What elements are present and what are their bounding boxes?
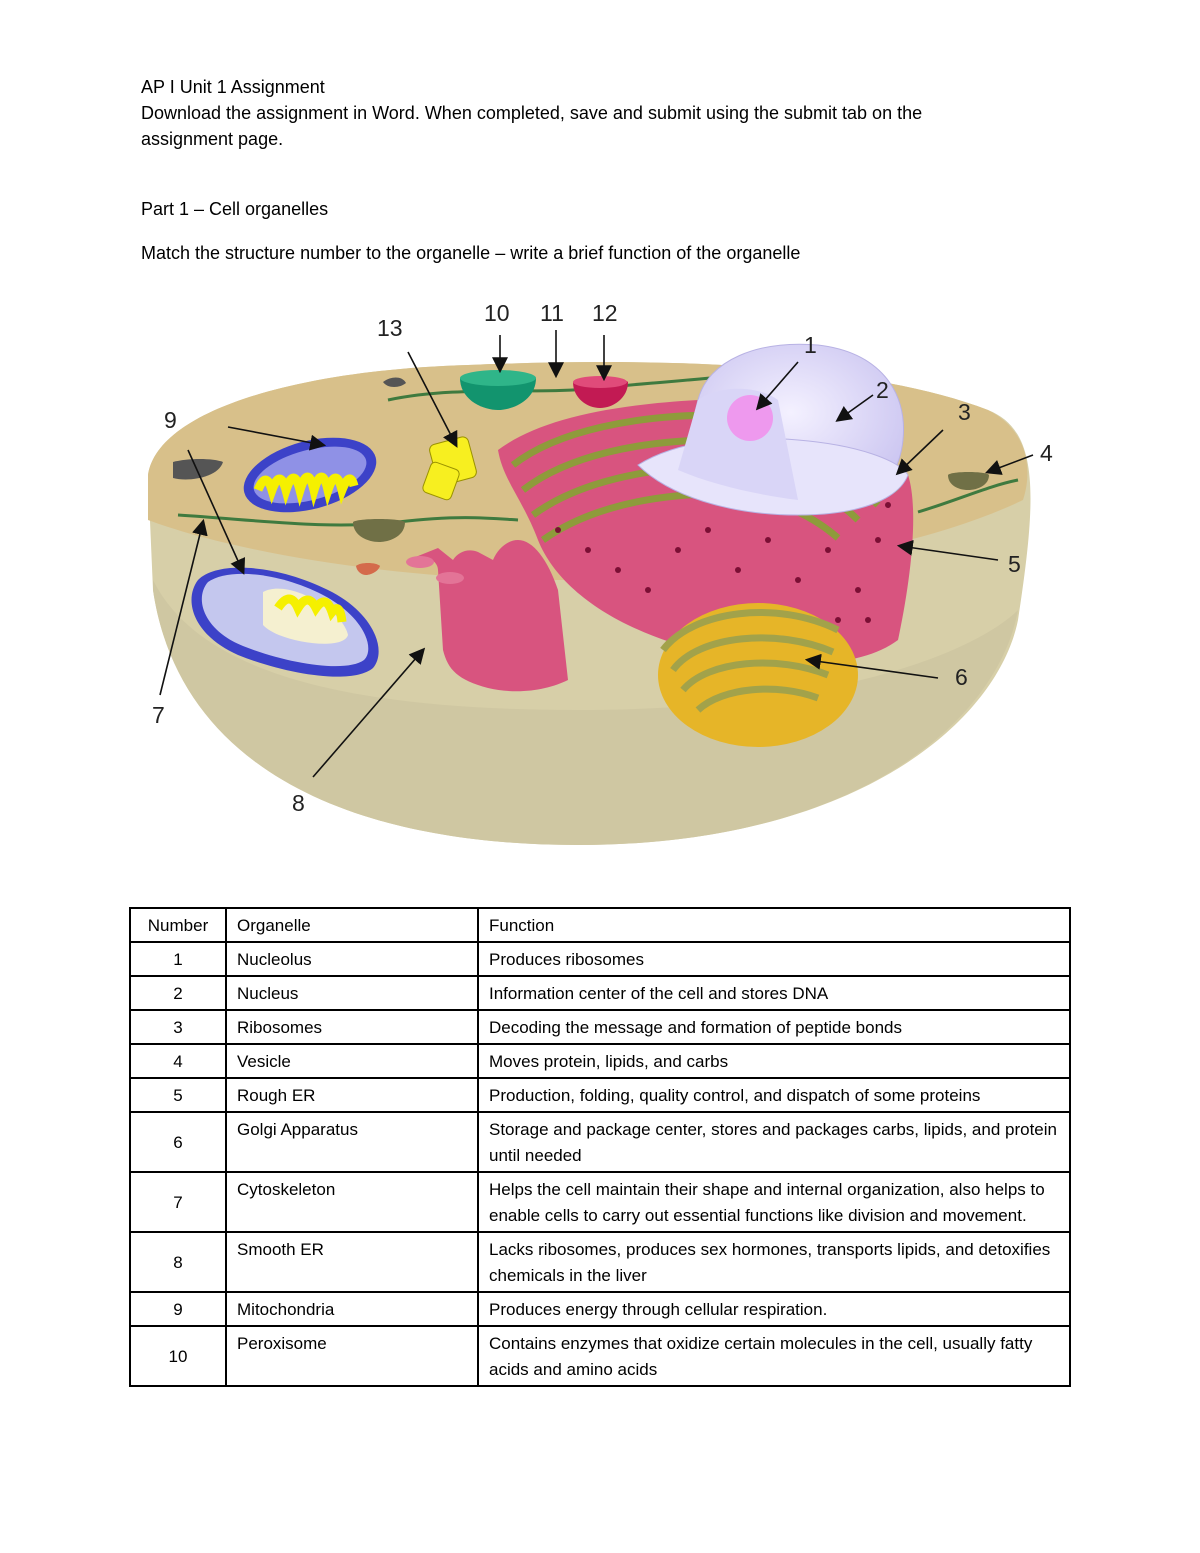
assignment-title: AP I Unit 1 Assignment bbox=[141, 77, 325, 97]
diagram-label-2: 2 bbox=[876, 377, 889, 403]
diagram-label-11: 11 bbox=[540, 300, 564, 326]
row-organelle: Nucleolus bbox=[225, 941, 479, 977]
row-function: Produces energy through cellular respira… bbox=[477, 1291, 1071, 1327]
part-heading: Part 1 – Cell organelles bbox=[141, 199, 329, 219]
row-number: 4 bbox=[129, 1043, 227, 1079]
diagram-label-12: 12 bbox=[592, 300, 618, 326]
row-function: Contains enzymes that oxidize certain mo… bbox=[477, 1325, 1071, 1387]
row-number: 7 bbox=[129, 1171, 227, 1233]
row-function: Decoding the message and formation of pe… bbox=[477, 1009, 1071, 1045]
instructions-text: Match the structure number to the organe… bbox=[141, 243, 801, 263]
row-function: Moves protein, lipids, and carbs bbox=[477, 1043, 1071, 1079]
vesicle-cup bbox=[353, 519, 405, 542]
row-number: 10 bbox=[129, 1325, 227, 1387]
diagram-label-5: 5 bbox=[1008, 551, 1021, 577]
cell-diagram: 1 2 3 4 5 6 7 8 9 10 11 12 13 bbox=[138, 290, 1058, 855]
row-function: Helps the cell maintain their shape and … bbox=[477, 1171, 1071, 1233]
diagram-label-13: 13 bbox=[377, 315, 403, 341]
cytoskeleton-strand bbox=[917, 478, 1019, 514]
table-row: 9 Mitochondria Produces energy through c… bbox=[129, 1291, 1071, 1327]
diagram-label-4: 4 bbox=[1040, 440, 1053, 466]
row-number: 8 bbox=[129, 1231, 227, 1293]
small-red-vesicle bbox=[356, 563, 380, 575]
row-organelle: Nucleus bbox=[225, 975, 479, 1011]
header-function: Function bbox=[477, 907, 1071, 943]
header-number: Number bbox=[129, 907, 227, 943]
diagram-label-3: 3 bbox=[958, 399, 971, 425]
table-row: 3 Ribosomes Decoding the message and for… bbox=[129, 1009, 1071, 1045]
row-number: 2 bbox=[129, 975, 227, 1011]
row-organelle: Vesicle bbox=[225, 1043, 479, 1079]
mitochondrion-lower bbox=[191, 567, 379, 677]
row-function: Lacks ribosomes, produces sex hormones, … bbox=[477, 1231, 1071, 1293]
row-organelle: Smooth ER bbox=[225, 1231, 479, 1293]
nucleus bbox=[637, 343, 909, 516]
table-row: 5 Rough ER Production, folding, quality … bbox=[129, 1077, 1071, 1113]
header-organelle: Organelle bbox=[225, 907, 479, 943]
row-function: Produces ribosomes bbox=[477, 941, 1071, 977]
row-organelle: Golgi Apparatus bbox=[225, 1111, 479, 1173]
row-number: 9 bbox=[129, 1291, 227, 1327]
intro-text-line-1: Download the assignment in Word. When co… bbox=[141, 103, 923, 123]
dark-vesicle bbox=[173, 459, 223, 480]
intro-text-line-2: assignment page. bbox=[141, 129, 284, 149]
cell-front-shading bbox=[153, 580, 1018, 845]
table-row: 7 Cytoskeleton Helps the cell maintain t… bbox=[129, 1171, 1071, 1233]
dark-vesicle bbox=[383, 377, 406, 387]
row-organelle: Mitochondria bbox=[225, 1291, 479, 1327]
table-row: 2 Nucleus Information center of the cell… bbox=[129, 975, 1071, 1011]
row-organelle: Cytoskeleton bbox=[225, 1171, 479, 1233]
row-number: 5 bbox=[129, 1077, 227, 1113]
row-organelle: Rough ER bbox=[225, 1077, 479, 1113]
row-function: Production, folding, quality control, an… bbox=[477, 1077, 1071, 1113]
diagram-label-9: 9 bbox=[164, 407, 177, 433]
diagram-label-10: 10 bbox=[484, 300, 510, 326]
table-row: 4 Vesicle Moves protein, lipids, and car… bbox=[129, 1043, 1071, 1079]
row-function: Information center of the cell and store… bbox=[477, 975, 1071, 1011]
table-row: 10 Peroxisome Contains enzymes that oxid… bbox=[129, 1325, 1071, 1387]
table-row: 1 Nucleolus Produces ribosomes bbox=[129, 941, 1071, 977]
row-number: 6 bbox=[129, 1111, 227, 1173]
table-row: 6 Golgi Apparatus Storage and package ce… bbox=[129, 1111, 1071, 1173]
table-row: 8 Smooth ER Lacks ribosomes, produces se… bbox=[129, 1231, 1071, 1293]
row-function: Storage and package center, stores and p… bbox=[477, 1111, 1071, 1173]
diagram-label-7: 7 bbox=[152, 702, 165, 728]
row-organelle: Ribosomes bbox=[225, 1009, 479, 1045]
diagram-label-6: 6 bbox=[955, 664, 968, 690]
diagram-label-1: 1 bbox=[804, 332, 817, 358]
mitochondrion-upper bbox=[243, 437, 377, 513]
golgi-apparatus bbox=[658, 603, 858, 747]
row-number: 3 bbox=[129, 1009, 227, 1045]
row-number: 1 bbox=[129, 941, 227, 977]
vesicle-cup-right bbox=[948, 472, 989, 490]
table-header-row: Number Organelle Function bbox=[129, 907, 1071, 943]
diagram-label-8: 8 bbox=[292, 790, 305, 816]
row-organelle: Peroxisome bbox=[225, 1325, 479, 1387]
cell-diagram-svg: 1 2 3 4 5 6 7 8 9 10 11 12 13 bbox=[148, 300, 1053, 845]
organelle-table: Number Organelle Function 1 Nucleolus Pr… bbox=[129, 907, 1071, 1387]
